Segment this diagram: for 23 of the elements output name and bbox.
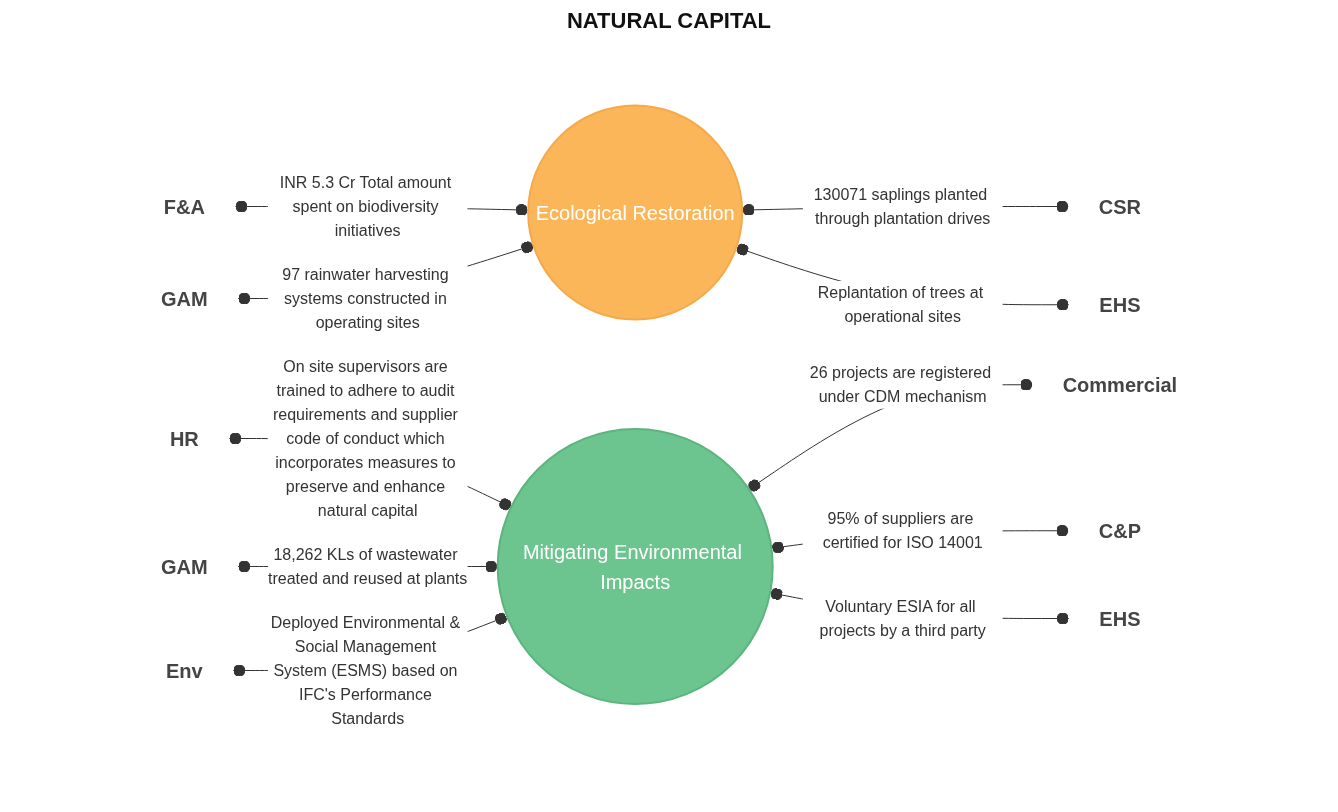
node-text: Commercial xyxy=(1062,373,1178,396)
edge-label: Replantation of trees at operational sites xyxy=(817,283,984,325)
node-text: CSR xyxy=(1098,195,1141,218)
node-text: GAM xyxy=(160,555,208,578)
node-text: GAM xyxy=(160,287,208,310)
node-circle: Ecological Restoration xyxy=(527,104,744,321)
node-text: EHS xyxy=(1099,607,1141,630)
edge-label: INR 5.3 Cr Total amount spent on biodiversity initiatives xyxy=(279,173,452,239)
node-text: EHS xyxy=(1099,293,1141,316)
node-circle: Mitigating Environmental Impacts xyxy=(496,428,774,705)
edge-label: On site supervisors are trained to adhere to audit requirements and supplier code of conduct which incorporates measures to preserve and enhance natural capital xyxy=(272,357,458,519)
edge-label: Voluntary ESIA for all projects by a third party xyxy=(819,597,986,639)
diagram-title: NATURAL CAPITAL xyxy=(565,8,773,34)
edge-label: 18,262 KLs of wastewater treated and reused at plants xyxy=(267,545,468,587)
node-text: Env xyxy=(165,659,203,682)
node-text: HR xyxy=(169,427,199,450)
edge-label: 130071 saplings planted through plantation drives xyxy=(813,185,991,227)
edge-label: 26 projects are registered under CDM mechanism xyxy=(809,363,992,405)
edge-label: 97 rainwater harvesting systems constructed in operating sites xyxy=(282,265,449,331)
node-text: C&P xyxy=(1098,519,1141,542)
edge-label: Deployed Environmental & Social Management System (ESMS) based on IFC's Performance Standards xyxy=(270,613,461,727)
edge-label: 95% of suppliers are certified for ISO 14001 xyxy=(822,509,983,551)
node-text: F&A xyxy=(163,195,205,218)
